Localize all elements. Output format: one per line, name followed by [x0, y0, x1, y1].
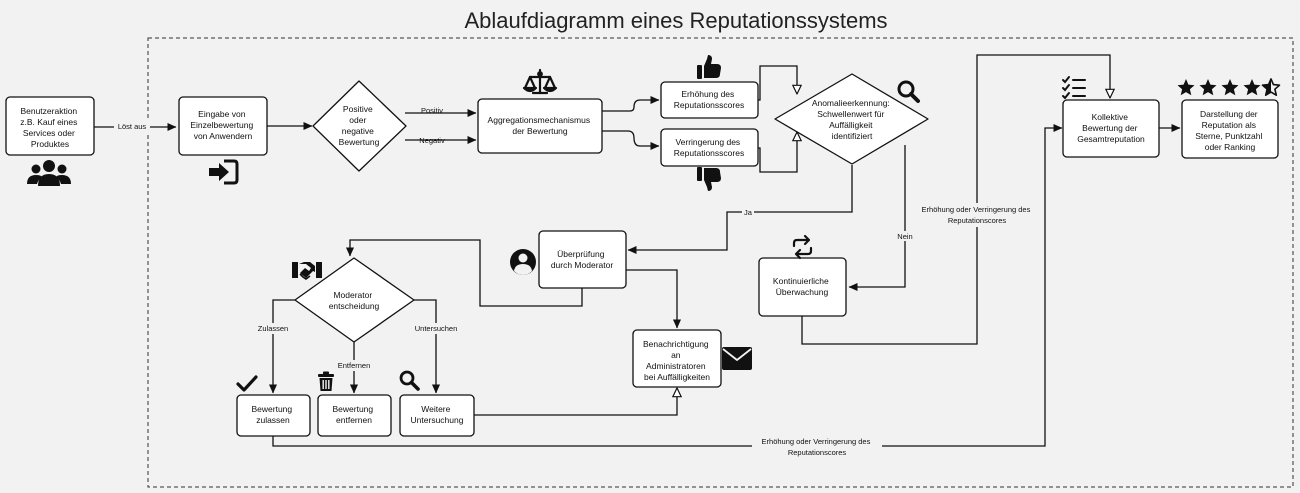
- node-moderator-decision: Moderator entscheidung: [294, 257, 415, 343]
- edge-label-approve: Zulassen: [258, 324, 288, 333]
- checklist-icon: [1062, 76, 1086, 100]
- edge-increase-to-anomaly: [758, 65, 797, 101]
- user-circle-icon: [510, 249, 536, 275]
- edge-label-negative: Negativ: [419, 136, 445, 145]
- node-display-reputation: Darstellung der Reputation als Sterne, P…: [1181, 99, 1279, 159]
- node-continuous-monitoring: Kontinuierliche Überwachung: [758, 257, 847, 317]
- svg-text:Benutzeraktion z.B. Kauf: Benutzeraktion z.B. Kauf eines Services …: [20, 106, 80, 149]
- edge-label-score-change-top: Erhöhung oder Verringerung des Reputatio…: [922, 205, 1033, 225]
- edge-decrease-to-anomaly: [758, 132, 797, 173]
- svg-text:Bewertung zulassen: Bewertung zulassen: [251, 404, 294, 425]
- edge-monitoring-loop: [801, 54, 1110, 345]
- edge-label-positive: Positiv: [421, 106, 443, 115]
- check-icon: [236, 375, 258, 392]
- node-input-rating: Eingabe von Einzelbewertung von Anwender…: [178, 96, 268, 156]
- svg-text:Weitere Untersuchung: Weitere Untersuchung: [411, 404, 464, 425]
- edge-review-to-moderator: [345, 239, 583, 307]
- svg-text:Anomalieerkennung: Schwe: Anomalieerkennung: Schwellenwert für Auf…: [812, 98, 892, 141]
- edge-anomaly-no: [848, 145, 906, 292]
- svg-text:Eingabe von Einzelbewert: Eingabe von Einzelbewertung von Anwender…: [190, 109, 255, 141]
- edges: [94, 54, 1181, 447]
- svg-text:Aggregationsmechanismus: Aggregationsmechanismus der Bewertung: [488, 115, 593, 136]
- edge-label-yes: Ja: [744, 208, 753, 217]
- sign-in-icon: [209, 159, 239, 185]
- node-further-investigation: Weitere Untersuchung: [399, 394, 475, 437]
- svg-text:Überprüfung durch Modera: Überprüfung durch Moderator: [551, 249, 614, 270]
- search-icon: [897, 80, 920, 103]
- node-increase-score: Erhöhung des Reputationsscores: [660, 81, 759, 119]
- edge-agg-to-decrease: [602, 130, 660, 151]
- edge-approve-to-collective: [272, 123, 1063, 447]
- svg-text:Moderator entscheidung: Moderator entscheidung: [329, 290, 380, 311]
- svg-text:Erhöhung des Reputations: Erhöhung des Reputationsscores: [674, 89, 744, 110]
- node-remove-rating: Bewertung entfernen: [317, 394, 392, 437]
- users-icon: [27, 160, 71, 186]
- node-admin-notification: Benachrichtigung an Administratoren bei …: [632, 329, 722, 388]
- thumbs-up-icon: [697, 55, 721, 79]
- system-boundary: [147, 37, 1294, 488]
- node-anomaly-detection: Anomalieerkennung: Schwellenwert für Auf…: [774, 73, 929, 165]
- trash-icon: [318, 371, 334, 391]
- handshake-icon: [292, 262, 322, 280]
- stars-icon: [1177, 78, 1281, 96]
- svg-text:Benachrichtigung an: Benachrichtigung an Administratoren bei …: [643, 339, 711, 382]
- edge-review-to-notify: [626, 269, 682, 329]
- node-pos-neg-decision: Positive oder negative Bewertung: [312, 80, 407, 172]
- edge-moderator-approve: [268, 299, 295, 394]
- scale-icon: [522, 68, 558, 95]
- svg-text:Verringerung des Reputat: Verringerung des Reputationsscores: [674, 137, 744, 158]
- svg-text:Kontinuierliche Überwach: Kontinuierliche Überwachung: [773, 276, 831, 297]
- edge-label-no: Nein: [897, 232, 912, 241]
- node-moderator-review: Überprüfung durch Moderator: [538, 230, 627, 289]
- edge-moderator-investigate: [414, 299, 441, 394]
- edge-labels: Löst aus Positiv Negativ Ja Nein Zulasse…: [114, 106, 1042, 459]
- edge-label-investigate: Untersuchen: [415, 324, 458, 333]
- thumbs-down-icon: [697, 167, 721, 191]
- edge-agg-to-increase: [602, 95, 660, 112]
- edge-label-triggers: Löst aus: [118, 122, 147, 131]
- svg-text:Positive oder nega: Positive oder negative Bewertung: [339, 104, 380, 147]
- node-collective-rating: Kollektive Bewertung der Gesamtreputatio…: [1062, 99, 1160, 158]
- edge-anomaly-yes: [627, 165, 853, 255]
- svg-text:Kollektive Bewertung der: Kollektive Bewertung der Gesamtreputatio…: [1077, 112, 1145, 144]
- node-user-action: Benutzeraktion z.B. Kauf eines Services …: [5, 96, 95, 156]
- repeat-icon: [792, 234, 813, 260]
- edge-label-remove: Entfernen: [338, 361, 371, 370]
- node-approve-rating: Bewertung zulassen: [236, 394, 311, 437]
- edge-label-score-change-bottom: Erhöhung oder Verringerung des Reputatio…: [762, 437, 873, 457]
- svg-text:Darstellung der Reputati: Darstellung der Reputation als Sterne, P…: [1195, 109, 1264, 152]
- svg-text:Bewertung entfernen: Bewertung entfernen: [332, 404, 375, 425]
- node-aggregation: Aggregationsmechanismus der Bewertung: [477, 98, 603, 154]
- node-decrease-score: Verringerung des Reputationsscores: [660, 128, 759, 167]
- envelope-icon: [722, 347, 752, 370]
- search-icon: [399, 370, 420, 391]
- edge-investigate-to-notify: [474, 388, 677, 416]
- diagram-title: Ablaufdiagramm eines Reputationssystems: [464, 8, 887, 33]
